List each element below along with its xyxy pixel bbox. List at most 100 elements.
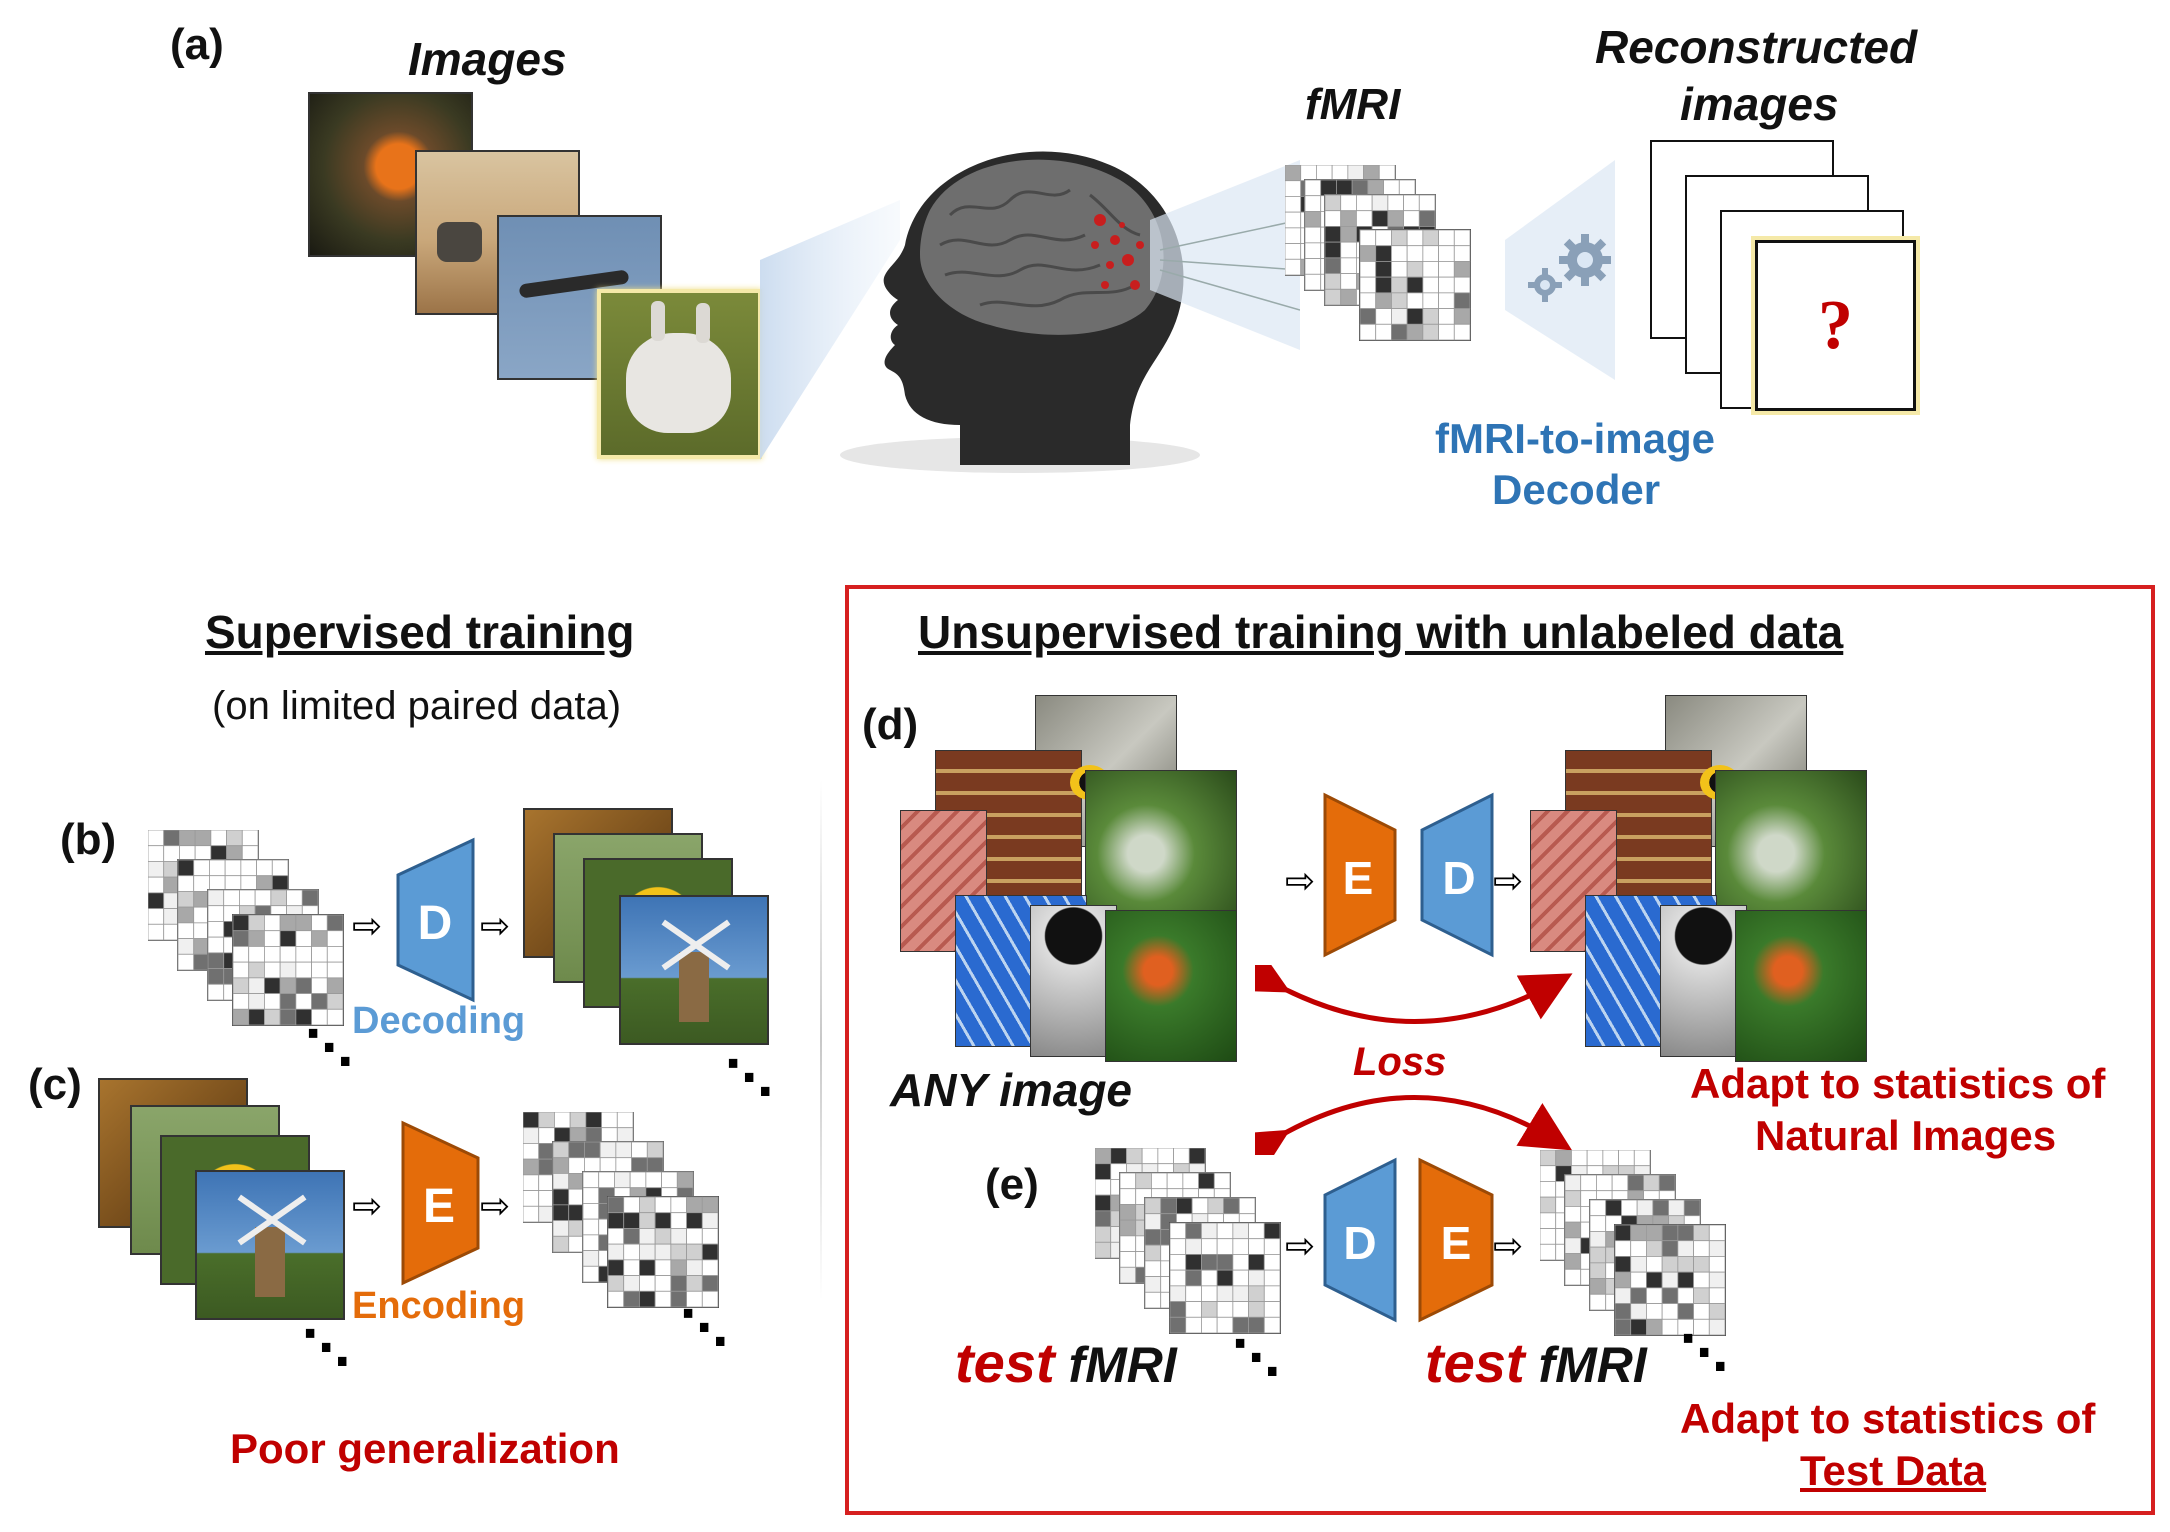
fmri-stack-e-input xyxy=(1095,1148,1281,1334)
fmri-voxel xyxy=(1683,1199,1701,1217)
fmri-voxel xyxy=(523,1127,540,1144)
adapt-test-line1: Adapt to statistics of xyxy=(1680,1395,2096,1442)
fmri-voxel xyxy=(207,905,225,922)
fmri-voxel xyxy=(1383,179,1400,197)
encoder-letter-e: E xyxy=(1441,1217,1472,1269)
fmri-voxel xyxy=(248,977,265,994)
encoding-label: Encoding xyxy=(352,1285,526,1327)
fmri-voxel xyxy=(686,1196,703,1214)
fmri-voxel xyxy=(1324,273,1342,290)
fmri-voxel xyxy=(1095,1179,1112,1196)
decoder-letter-b: D xyxy=(418,897,453,950)
fmri-voxel xyxy=(1618,1150,1635,1167)
ellipsis-c-images: ⋱ xyxy=(302,1322,350,1375)
fmri-voxel xyxy=(1359,261,1377,278)
fmri-voxel xyxy=(1248,1269,1265,1287)
fmri-voxel xyxy=(552,1173,570,1190)
fmri-grid-stack-graphic xyxy=(1284,164,1471,341)
fmri-voxel xyxy=(1375,261,1392,278)
ellipsis-b-fmri: ⋱ xyxy=(305,1022,353,1075)
panel-label-c: (c) xyxy=(28,1060,82,1109)
fmri-voxel xyxy=(1371,194,1389,212)
fmri-voxel xyxy=(1263,1285,1281,1302)
fmri-voxel xyxy=(654,1228,672,1245)
fmri-voxel xyxy=(1614,1271,1632,1289)
fmri-voxel xyxy=(295,946,312,963)
fmri-voxel xyxy=(1605,1199,1622,1217)
gear-icon xyxy=(1528,234,1611,302)
fmri-voxel xyxy=(701,1243,719,1261)
fmri-voxel xyxy=(1589,1278,1607,1295)
fmri-voxel xyxy=(1564,1268,1582,1286)
fmri-voxel xyxy=(148,830,165,847)
fmri-voxel xyxy=(1646,1287,1663,1304)
decoder-letter-e: D xyxy=(1343,1217,1376,1269)
fmri-voxel xyxy=(552,1220,570,1237)
fmri-voxel xyxy=(1589,1246,1607,1264)
arrow-icon: ⇨ xyxy=(480,905,511,946)
fmri-voxel xyxy=(148,892,165,909)
fmri-voxel xyxy=(1571,1150,1588,1167)
fmri-voxel xyxy=(1564,1174,1582,1192)
fmri-voxel xyxy=(654,1212,672,1229)
fmri-voxel xyxy=(1351,179,1369,197)
fmri-voxel xyxy=(1387,210,1404,227)
fmri-voxel xyxy=(1564,1237,1582,1254)
fmri-voxel xyxy=(1630,1256,1647,1273)
fmri-stack-c xyxy=(523,1112,719,1308)
test-fmri-label-input: test fMRI xyxy=(955,1330,1177,1395)
natural-image-mosaic-input xyxy=(900,695,1240,1062)
fmri-voxel xyxy=(686,1259,703,1276)
fmri-voxel xyxy=(623,1243,640,1261)
fmri-word-input: fMRI xyxy=(1068,1337,1177,1393)
fmri-voxel xyxy=(670,1243,687,1261)
fmri-voxel xyxy=(1658,1174,1676,1192)
arrow-icon: ⇨ xyxy=(480,1185,511,1226)
reconstructed-label-line2: images xyxy=(1680,78,1839,130)
fmri-voxel xyxy=(1375,323,1392,341)
fmri-voxel xyxy=(607,1243,625,1261)
fmri-voxel xyxy=(1216,1285,1234,1302)
fmri-voxel xyxy=(670,1228,687,1245)
fmri-voxel xyxy=(1188,1148,1206,1165)
fmri-voxel xyxy=(1540,1165,1557,1182)
fmri-voxel xyxy=(248,961,265,979)
fmri-voxel xyxy=(1340,194,1357,212)
fmri-voxel xyxy=(232,914,250,932)
fmri-voxel xyxy=(523,1112,540,1129)
fmri-voxel xyxy=(1564,1253,1582,1270)
fmri-voxel xyxy=(1422,261,1439,278)
fmri-voxel xyxy=(1406,323,1424,341)
fmri-voxel xyxy=(1438,308,1455,325)
fmri-voxel xyxy=(1232,1254,1249,1271)
fmri-voxel xyxy=(1304,211,1322,228)
fmri-voxel xyxy=(1677,1256,1694,1273)
fmri-voxel xyxy=(1540,1228,1557,1245)
visual-projection-cone xyxy=(760,200,900,460)
fmri-voxel xyxy=(1391,245,1408,262)
fmri-voxel xyxy=(1646,1271,1663,1289)
fmri-voxel xyxy=(1359,229,1377,247)
fmri-voxel xyxy=(1119,1219,1137,1237)
fmri-voxel xyxy=(614,1171,631,1189)
fmri-voxel xyxy=(1375,292,1392,309)
fmri-voxel xyxy=(670,1212,687,1229)
fmri-voxel xyxy=(248,914,265,932)
panel-label-b: (b) xyxy=(60,815,117,864)
fmri-voxel xyxy=(311,914,328,932)
fmri-voxel xyxy=(326,930,344,947)
fmri-voxel xyxy=(311,977,328,994)
fmri-voxel xyxy=(1201,1316,1218,1334)
fmri-voxel xyxy=(523,1143,540,1160)
arrow-icon: ⇨ xyxy=(1493,1225,1524,1266)
fmri-voxel xyxy=(1144,1213,1162,1230)
fmri-voxel xyxy=(1324,288,1342,306)
fmri-voxel xyxy=(1391,323,1408,341)
fmri-grid-frame xyxy=(232,914,344,1026)
fmri-voxel xyxy=(264,961,281,979)
fmri-voxel xyxy=(1160,1197,1177,1215)
encoder-letter-c: E xyxy=(423,1180,455,1233)
fmri-voxel xyxy=(1646,1318,1663,1336)
fmri-voxel xyxy=(1169,1222,1187,1240)
fmri-voxel xyxy=(607,1275,625,1292)
